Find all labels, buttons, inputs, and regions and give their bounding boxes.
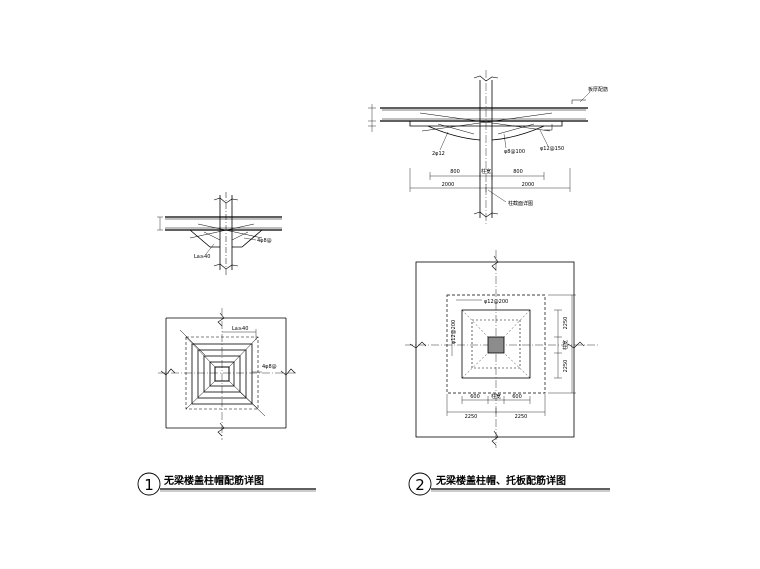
detail2-bar-mid-label: φ8@100 [504, 149, 525, 155]
detail2-dim-upper-0: 800 [450, 169, 460, 175]
detail2-bar-right-label: φ12@150 [540, 146, 564, 152]
detail2-dim-lower-0: 2000 [442, 182, 455, 188]
detail2-plan-dim-r-1: 柱宽 [562, 340, 569, 350]
detail1-number: 1 [144, 476, 154, 494]
detail2-number-circle [408, 472, 432, 496]
detail2-plan-dim-b-1: 柱宽 [491, 393, 501, 400]
detail2-plan-dim-b-0: 600 [470, 394, 480, 400]
detail2-dim-upper-2: 800 [513, 169, 523, 175]
detail2-dim-upper-1: 柱宽 [481, 168, 491, 175]
detail1-title-block [137, 472, 316, 496]
detail1-section [157, 192, 282, 275]
detail2-title: 无梁楼盖柱帽、托板配筋详图 [435, 474, 566, 487]
detail1-anchor-left-label: La≥40 [194, 254, 210, 260]
detail2-title-block [408, 472, 610, 496]
detail2-dim-lower-1: 2000 [522, 182, 535, 188]
detail2-plan-dim-r-2: 2250 [563, 360, 569, 373]
detail2-top-right-label: 板厚配筋 [588, 86, 608, 93]
detail1-plan-right-label: 4φ8@ [262, 364, 277, 370]
detail1-number-circle [137, 472, 161, 496]
detail2-bar-left-label: 2φ12 [432, 151, 445, 157]
detail1-title: 无梁楼盖柱帽配筋详图 [163, 474, 264, 487]
detail2-plan-dim-r-0: 2250 [563, 317, 569, 330]
detail1-plan-top-label: La≥40 [232, 326, 248, 332]
detail1-anchor-right-label: 4φ8@ [257, 238, 272, 244]
detail1-plan [158, 308, 296, 440]
detail2-plan-top-label: φ12@200 [484, 299, 508, 305]
detail2-plan-dim-b-2: 600 [512, 394, 522, 400]
detail2-number: 2 [415, 476, 425, 494]
detail2-section [368, 70, 591, 225]
detail2-plan-dim-b2-1: 2250 [515, 414, 528, 420]
detail2-plan-left-label: φ12@200 [451, 320, 457, 344]
detail2-plan-dim-b2-0: 2250 [465, 414, 478, 420]
detail2-column-block [487, 336, 505, 354]
detail2-column-note: 柱截面详图 [508, 200, 533, 207]
